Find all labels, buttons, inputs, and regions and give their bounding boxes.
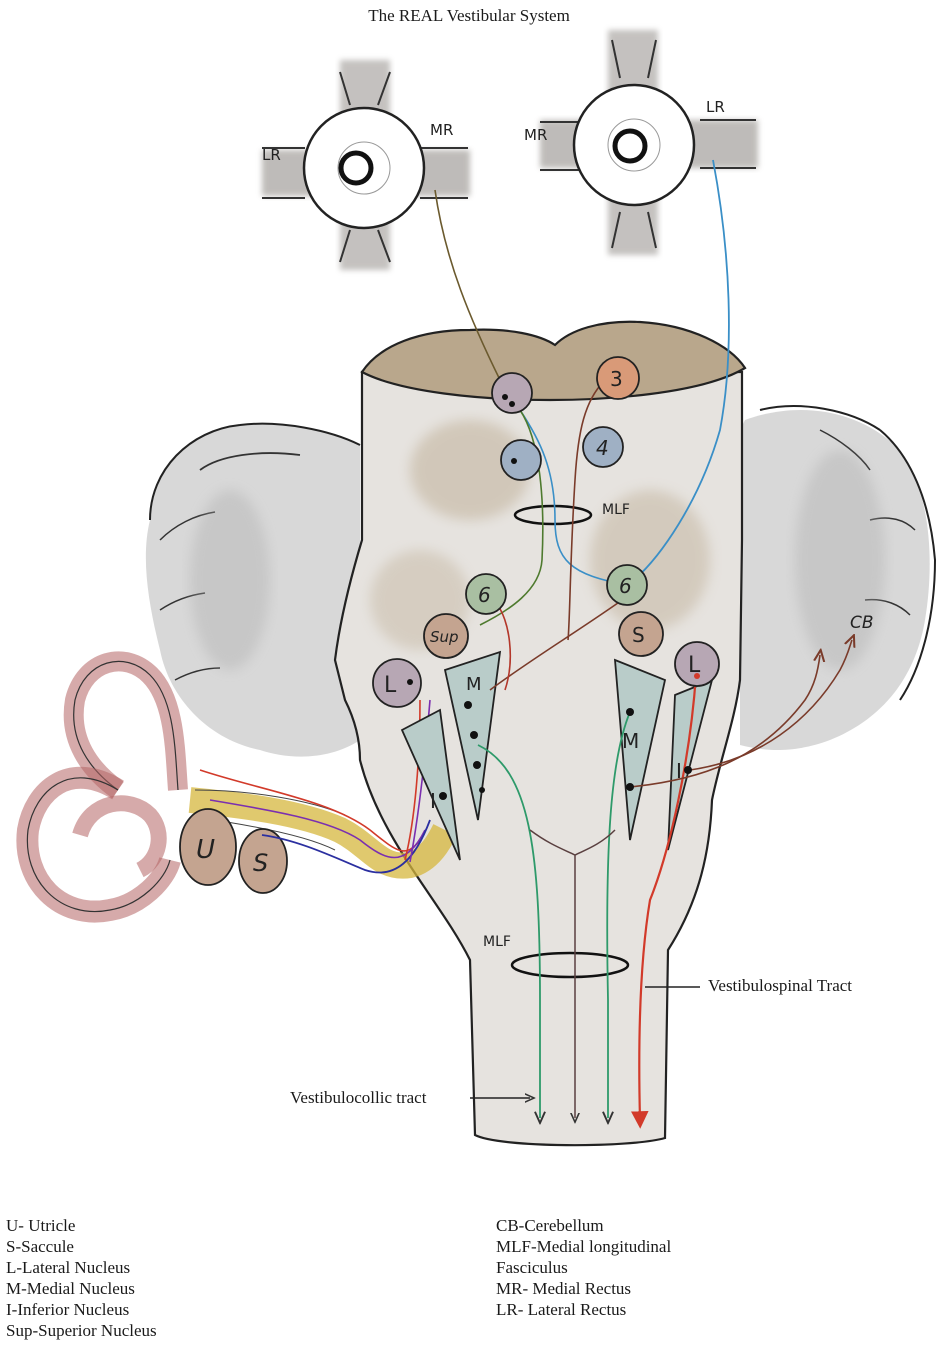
legend-right: CB-Cerebellum MLF-Medial longitudinal Fa…	[496, 1215, 671, 1320]
left-eye-lr-label: LR	[262, 146, 281, 164]
legend-item: CB-Cerebellum	[496, 1215, 671, 1236]
utricle-label: U	[196, 835, 215, 865]
legend-left: U- Utricle S-Saccule L-Lateral Nucleus M…	[6, 1215, 157, 1341]
abducens-nucleus-left-label: 6	[478, 583, 491, 607]
cerebellum-label: CB	[850, 613, 874, 633]
legend-item: LR- Lateral Rectus	[496, 1299, 671, 1320]
mlf-bottom-label: MLF	[483, 934, 511, 950]
trochlear-nucleus-right-label: 4	[596, 436, 609, 460]
vestibulospinal-tract-label: Vestibulospinal Tract	[708, 976, 852, 996]
left-eye: LR MR	[262, 60, 470, 270]
saccule-label: S	[253, 849, 268, 877]
lateral-nucleus-left	[373, 659, 421, 707]
lateral-nucleus-right-label: L	[688, 653, 701, 678]
right-eyeball	[574, 85, 694, 205]
superior-nucleus-right-label: S	[632, 623, 645, 647]
medial-nucleus-right-label: M	[622, 729, 639, 753]
right-eye-mr-label: MR	[524, 126, 547, 144]
trochlear-nucleus-left	[501, 440, 541, 480]
medial-nucleus-left-label: M	[466, 674, 482, 695]
legend-item: U- Utricle	[6, 1215, 157, 1236]
lateral-nucleus-left-label: L	[384, 673, 397, 698]
cerebellum-right	[740, 406, 935, 750]
left-eyeball	[304, 108, 424, 228]
legend-item: MLF-Medial longitudinal	[496, 1236, 671, 1257]
mlf-top-label: MLF	[602, 502, 630, 518]
midbrain-cut-surface	[362, 322, 745, 400]
legend-item: L-Lateral Nucleus	[6, 1257, 157, 1278]
legend-item: M-Medial Nucleus	[6, 1278, 157, 1299]
oculomotor-nucleus-right-label: 3	[610, 367, 623, 391]
right-eye-lr-label: LR	[706, 98, 725, 116]
left-eye-mr-label: MR	[430, 121, 453, 139]
legend-item: Sup-Superior Nucleus	[6, 1320, 157, 1341]
legend-item: Fasciculus	[496, 1257, 671, 1278]
inferior-nucleus-left-label: I	[430, 789, 436, 813]
semicircular-canal-inner	[80, 803, 159, 870]
legend-item: S-Saccule	[6, 1236, 157, 1257]
legend-item: MR- Medial Rectus	[496, 1278, 671, 1299]
vestibulocollic-tract-label: Vestibulocollic tract	[290, 1088, 426, 1108]
abducens-nucleus-right-label: 6	[619, 574, 632, 598]
superior-nucleus-left-label: Sup	[430, 628, 459, 646]
legend-item: I-Inferior Nucleus	[6, 1299, 157, 1320]
